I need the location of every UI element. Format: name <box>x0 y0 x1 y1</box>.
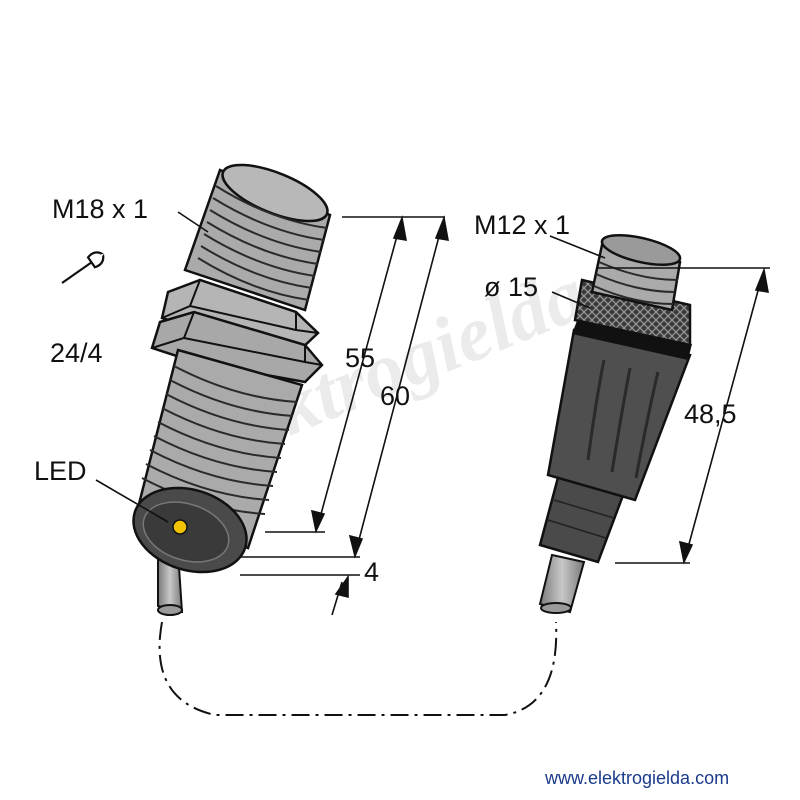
label-thread-sensor: M18 x 1 <box>52 194 148 224</box>
connector-body <box>538 233 692 614</box>
label-dim-4: 4 <box>364 557 379 587</box>
label-dim-48-5: 48,5 <box>684 399 737 429</box>
label-diameter: ø 15 <box>484 272 538 302</box>
led-indicator <box>172 519 188 535</box>
sensor-body <box>132 163 332 616</box>
label-dim-55: 55 <box>345 343 375 373</box>
hex-nut-upper <box>160 278 320 352</box>
sensor-face <box>132 486 248 574</box>
wrench-icon <box>61 251 105 284</box>
label-led: LED <box>34 456 87 486</box>
hex-nut-lower <box>150 310 324 384</box>
cable-link-dashed <box>158 621 558 716</box>
label-dim-60: 60 <box>380 381 410 411</box>
label-wrench-size: 24/4 <box>50 338 103 368</box>
connector-cable <box>538 553 586 614</box>
footer-url[interactable]: www.elektrogielda.com <box>544 768 729 788</box>
upper-thread <box>183 163 332 312</box>
dimension-lines <box>95 211 770 616</box>
label-thread-connector: M12 x 1 <box>474 210 570 240</box>
